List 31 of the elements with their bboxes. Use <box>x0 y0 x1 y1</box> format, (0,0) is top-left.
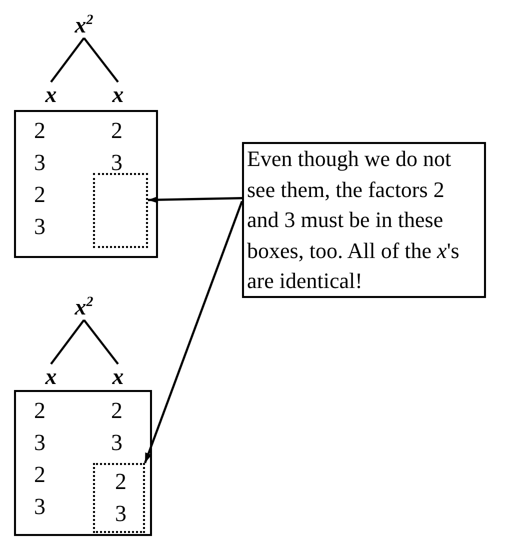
factor-number: 3 <box>115 501 126 527</box>
factor-variable: x <box>40 364 62 390</box>
squared-term: x$^{2}$ <box>68 290 100 320</box>
factor-number: 3 <box>34 150 46 176</box>
dotted-box <box>93 173 148 248</box>
factor-variable: x <box>40 82 62 108</box>
branch-line <box>50 37 85 83</box>
factor-number: 3 <box>34 214 46 240</box>
factor-box <box>14 390 152 536</box>
arrow <box>144 200 244 464</box>
branch-line <box>83 37 119 83</box>
factor-number: 2 <box>111 398 122 424</box>
branch-line <box>83 319 119 365</box>
squared-term: x$^{2}$ <box>68 8 100 38</box>
factor-number: 3 <box>34 430 46 456</box>
factor-number: 2 <box>34 462 46 488</box>
factor-variable: x <box>107 364 129 390</box>
factor-number: 2 <box>34 182 46 208</box>
callout-box: Even though we do not see them, the factors 2 and 3 must be in these boxes, too. All of the x's are identical! <box>242 142 486 298</box>
arrow <box>148 196 242 204</box>
factor-number: 3 <box>34 494 46 520</box>
factor-variable: x <box>107 82 129 108</box>
factor-number: 3 <box>111 430 122 456</box>
branch-line <box>50 319 85 365</box>
factor-number: 2 <box>111 118 122 144</box>
dotted-box <box>93 463 145 533</box>
factor-box <box>14 110 158 258</box>
factor-number: 2 <box>34 118 46 144</box>
factor-number: 3 <box>111 150 122 176</box>
factor-number: 2 <box>115 469 126 495</box>
factor-number: 2 <box>34 398 46 424</box>
